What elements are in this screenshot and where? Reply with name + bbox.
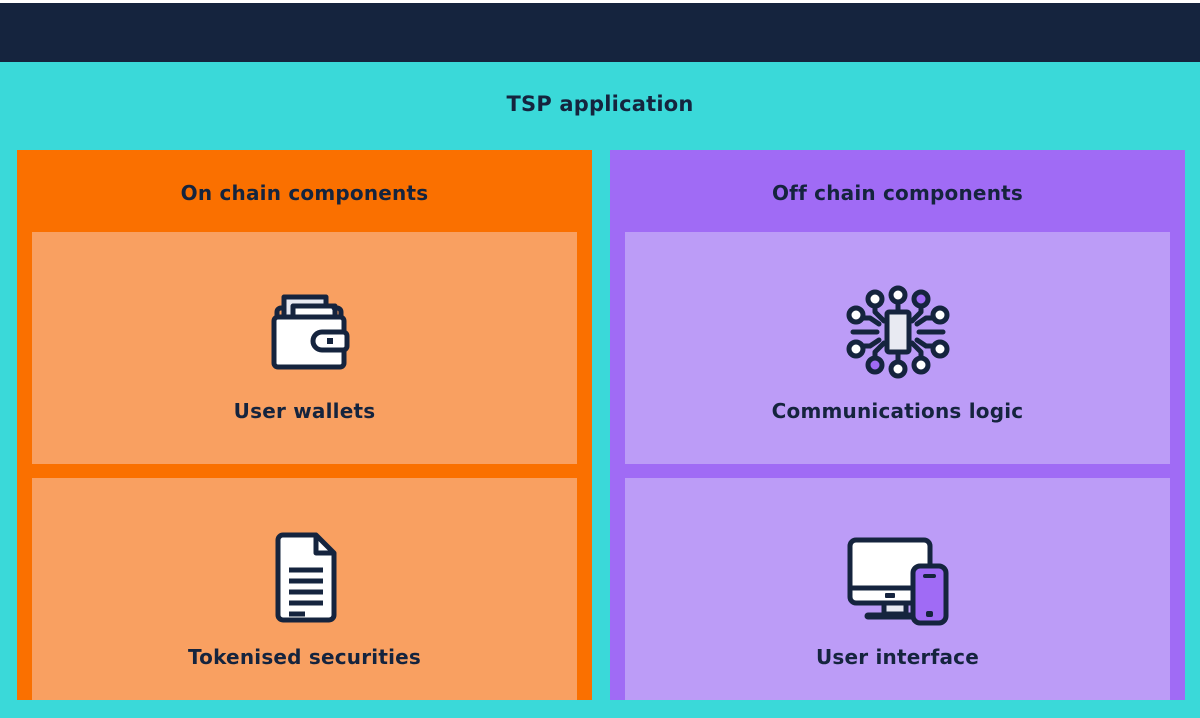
page-title: TSP application: [506, 92, 694, 116]
card-label-communications-logic: Communications logic: [771, 399, 1024, 423]
devices-icon: [840, 519, 956, 637]
top-header-bar: [0, 3, 1200, 62]
panel-off-chain: Off chain components: [610, 150, 1185, 700]
panel-title-off-chain: Off chain components: [771, 181, 1023, 205]
diagram-canvas: TSP application On chain components: [0, 62, 1200, 718]
card-label-user-interface: User interface: [815, 645, 980, 669]
chip-network-icon: [843, 273, 953, 391]
card-user-interface[interactable]: User interface: [625, 478, 1170, 700]
card-label-tokenised-securities: Tokenised securities: [187, 645, 422, 669]
card-user-wallets[interactable]: User wallets: [32, 232, 577, 464]
card-tokenised-securities[interactable]: Tokenised securities: [32, 478, 577, 700]
document-icon: [253, 519, 357, 637]
card-communications-logic[interactable]: Communications logic: [625, 232, 1170, 464]
panel-on-chain: On chain components: [17, 150, 592, 700]
card-label-user-wallets: User wallets: [233, 399, 376, 423]
panel-title-on-chain: On chain components: [180, 181, 429, 205]
wallet-icon: [253, 273, 357, 391]
